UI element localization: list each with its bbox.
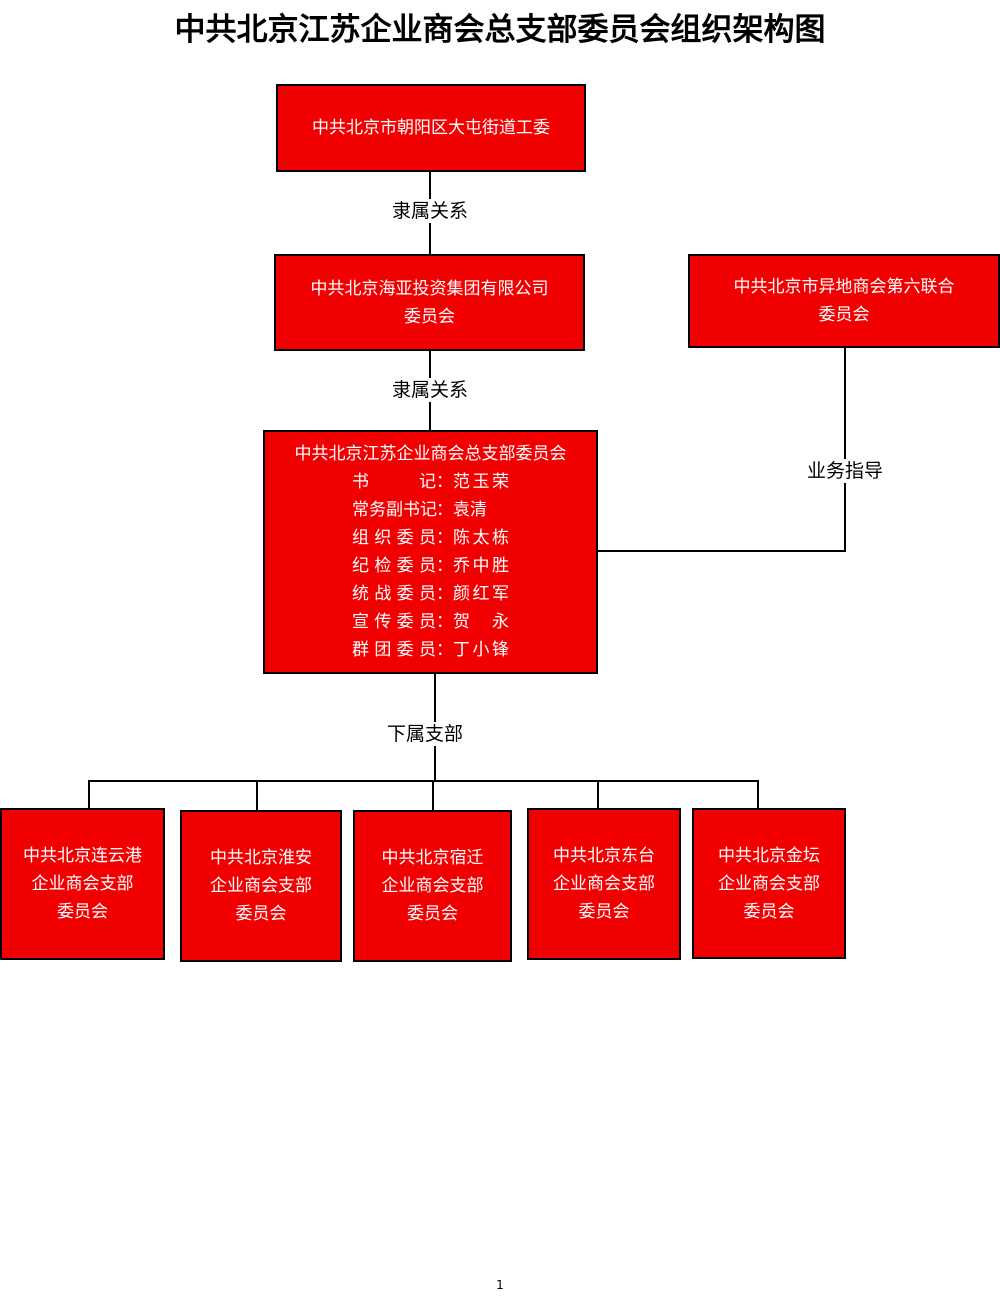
member-role: 宣传委员 [352, 612, 436, 632]
box-line: 中共北京市异地商会第六联合 [733, 277, 955, 297]
box-line: 委员会 [57, 902, 108, 922]
member-separator: ： [436, 556, 453, 576]
member-separator: ： [436, 584, 453, 604]
member-row: 书记：范玉荣 [352, 468, 509, 496]
box-line: 中共北京市朝阳区大屯街道工委 [312, 118, 550, 138]
box-line: 中共北京东台 [553, 846, 655, 866]
box-general-branch: 中共北京江苏企业商会总支部委员会 书记：范玉荣 常务副书记：袁清 组织委员：陈太… [263, 430, 598, 674]
connector-branch-3 [432, 780, 434, 812]
connector-sixth-horizontal [597, 550, 846, 552]
member-role: 统战委员 [352, 584, 436, 604]
connector-branch-4 [597, 780, 599, 810]
label-subordinate-branches: 下属支部 [377, 722, 473, 746]
page-title: 中共北京江苏企业商会总支部委员会组织架构图 [174, 12, 826, 48]
member-row: 常务副书记：袁清 [352, 496, 509, 524]
member-name: 袁清 [453, 500, 487, 520]
member-list: 书记：范玉荣 常务副书记：袁清 组织委员：陈太栋 纪检委员：乔中胜 统战委员：颜… [352, 468, 509, 664]
box-line: 委员会 [235, 904, 287, 924]
member-role: 组织委员 [352, 528, 436, 548]
box-line: 委员会 [578, 902, 630, 922]
member-separator: ： [436, 640, 453, 660]
member-separator: ： [436, 472, 453, 492]
label-affiliation-1: 隶属关系 [382, 199, 478, 223]
member-row: 纪检委员：乔中胜 [352, 552, 509, 580]
label-business-guidance: 业务指导 [797, 459, 893, 483]
member-row: 统战委员：颜红军 [352, 580, 509, 608]
member-name: 陈太栋 [453, 528, 509, 548]
box-line: 中共北京连云港 [23, 846, 142, 866]
box-street-committee: 中共北京市朝阳区大屯街道工委 [276, 84, 586, 172]
member-role: 常务副书记 [352, 500, 437, 520]
box-line: 委员会 [404, 306, 455, 327]
member-role: 书记 [352, 472, 436, 492]
member-role: 群团委员 [352, 640, 436, 660]
box-branch-jintan: 中共北京金坛 企业商会支部 委员会 [692, 808, 846, 959]
connector-branches-bus [88, 780, 759, 782]
box-line: 中共北京金坛 [718, 845, 820, 866]
member-row: 宣传委员：贺永 [352, 608, 509, 636]
box-line: 企业商会支部 [210, 876, 312, 896]
box-haiya-committee: 中共北京海亚投资集团有限公司 委员会 [274, 254, 585, 351]
page-number: 1 [496, 1278, 504, 1292]
member-separator: ： [436, 612, 453, 632]
box-line: 委员会 [743, 901, 795, 922]
member-role: 纪检委员 [352, 556, 436, 576]
box-sixth-joint-committee: 中共北京市异地商会第六联合 委员会 [688, 254, 1000, 348]
connector-branch-2 [256, 780, 258, 812]
box-line: 委员会 [818, 305, 870, 325]
box-branch-huaian: 中共北京淮安 企业商会支部 委员会 [180, 810, 342, 962]
connector-branch-5 [757, 780, 759, 810]
box-line: 委员会 [407, 904, 458, 924]
label-affiliation-2: 隶属关系 [382, 378, 478, 402]
member-name: 乔中胜 [453, 556, 509, 576]
box-line: 中共北京宿迁 [381, 848, 484, 868]
member-separator: ： [436, 500, 453, 520]
member-separator: ： [436, 528, 453, 548]
member-name: 丁小锋 [453, 640, 509, 660]
member-row: 群团委员：丁小锋 [352, 636, 509, 664]
box-line: 企业商会支部 [381, 876, 484, 896]
general-branch-heading: 中共北京江苏企业商会总支部委员会 [294, 444, 567, 464]
member-name: 范玉荣 [453, 472, 509, 492]
box-line: 企业商会支部 [31, 874, 134, 894]
connector-sixth-vertical [844, 347, 846, 552]
box-line: 企业商会支部 [718, 873, 820, 894]
box-branch-dongtai: 中共北京东台 企业商会支部 委员会 [527, 808, 681, 960]
member-name: 颜红军 [453, 584, 509, 604]
box-line: 企业商会支部 [553, 874, 655, 894]
connector-branch-1 [88, 780, 90, 810]
member-name: 贺永 [453, 612, 509, 632]
box-line: 中共北京海亚投资集团有限公司 [310, 278, 549, 299]
box-line: 中共北京淮安 [210, 848, 312, 868]
box-branch-lianyungang: 中共北京连云港 企业商会支部 委员会 [0, 808, 165, 960]
box-branch-suqian: 中共北京宿迁 企业商会支部 委员会 [353, 810, 512, 962]
member-row: 组织委员：陈太栋 [352, 524, 509, 552]
